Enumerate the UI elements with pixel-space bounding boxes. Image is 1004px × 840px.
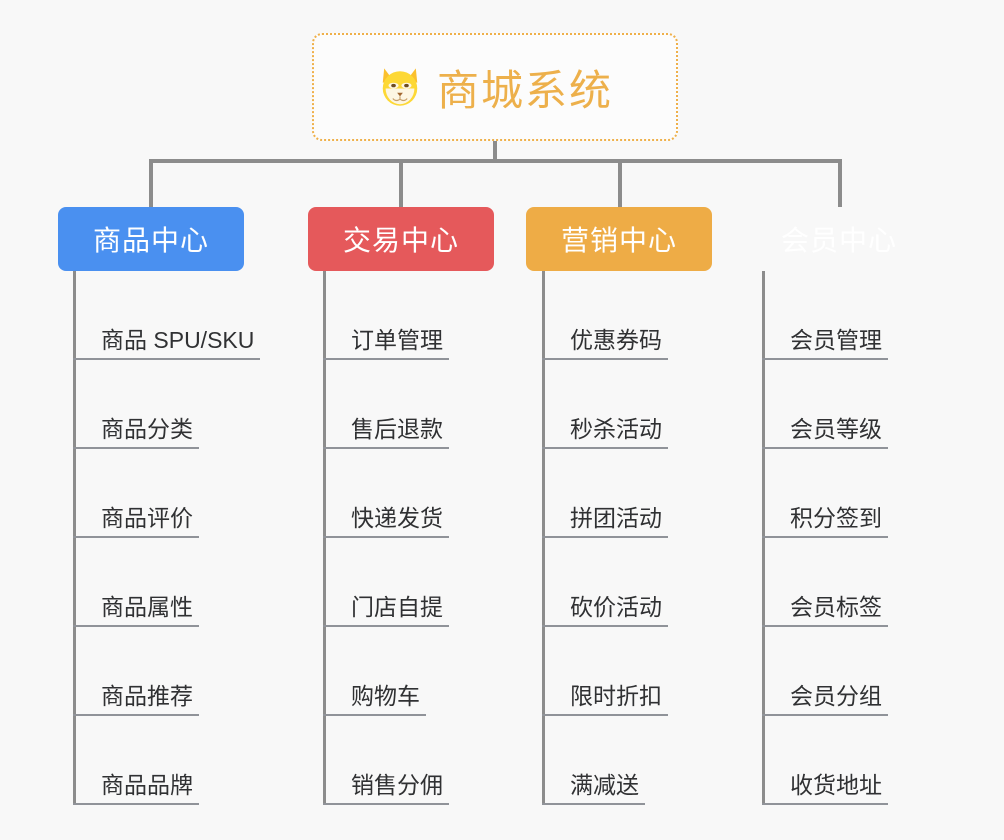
leaf-label: 商品评价 (101, 504, 193, 531)
leaf-node[interactable]: 购物车 (323, 627, 426, 716)
leaf-label: 商品品牌 (101, 771, 193, 798)
connector-drop-product (149, 159, 153, 207)
leaf-node[interactable]: 会员标签 (762, 538, 888, 627)
leaf-underline (73, 536, 199, 538)
leaf-underline (323, 447, 449, 449)
connector-drop-trade (399, 159, 403, 207)
leaf-label: 购物车 (351, 682, 420, 709)
leaf-underline (762, 358, 888, 360)
leaf-node[interactable]: 拼团活动 (542, 449, 668, 538)
leaf-underline (73, 358, 261, 360)
leaf-label: 商品属性 (101, 593, 193, 620)
category-label: 商品中心 (92, 225, 209, 256)
leaf-label: 会员管理 (790, 326, 882, 353)
leaf-node[interactable]: 销售分佣 (323, 716, 449, 805)
leaf-label: 秒杀活动 (570, 415, 662, 442)
leaf-underline (73, 714, 199, 716)
leaf-node[interactable]: 商品分类 (73, 360, 199, 449)
leaf-underline (542, 447, 668, 449)
leaf-label: 积分签到 (790, 504, 882, 531)
leaf-underline (762, 536, 888, 538)
connector-spine-marketing (542, 271, 545, 805)
leaf-underline (542, 625, 668, 627)
leaf-node[interactable]: 会员等级 (762, 360, 888, 449)
leaf-node[interactable]: 售后退款 (323, 360, 449, 449)
leaf-label: 会员分组 (790, 682, 882, 709)
leaf-node[interactable]: 商品属性 (73, 538, 199, 627)
leaf-underline (323, 358, 449, 360)
connector-spine-member (762, 271, 765, 805)
leaf-node[interactable]: 商品品牌 (73, 716, 199, 805)
leaf-underline (542, 803, 645, 805)
category-label: 营销中心 (560, 225, 677, 256)
connector-root-stem (493, 141, 497, 163)
connector-drop-member (838, 159, 842, 207)
leaf-underline (73, 625, 199, 627)
leaf-underline (762, 803, 888, 805)
leaf-underline (323, 803, 449, 805)
category-node-member[interactable]: 会员中心 (746, 207, 932, 271)
leaf-node[interactable]: 商品评价 (73, 449, 199, 538)
leaf-node[interactable]: 满减送 (542, 716, 645, 805)
leaf-label: 优惠券码 (570, 326, 662, 353)
connector-spine-trade (323, 271, 326, 805)
category-node-trade[interactable]: 交易中心 (308, 207, 494, 271)
leaf-label: 门店自提 (351, 593, 443, 620)
connector-drop-marketing (618, 159, 622, 207)
leaf-label: 订单管理 (351, 326, 443, 353)
leaf-underline (323, 536, 449, 538)
leaf-label: 会员等级 (790, 415, 882, 442)
leaf-node[interactable]: 订单管理 (323, 271, 449, 360)
leaf-label: 商品分类 (101, 415, 193, 442)
leaf-label: 快递发货 (351, 504, 443, 531)
leaf-node[interactable]: 限时折扣 (542, 627, 668, 716)
leaf-underline (762, 625, 888, 627)
leaf-label: 收货地址 (790, 771, 882, 798)
leaf-node[interactable]: 秒杀活动 (542, 360, 668, 449)
leaf-node[interactable]: 商品 SPU/SKU (73, 271, 261, 360)
leaf-node[interactable]: 门店自提 (323, 538, 449, 627)
leaf-underline (542, 358, 668, 360)
leaf-node[interactable]: 快递发货 (323, 449, 449, 538)
connector-spine-product (73, 271, 76, 805)
category-label: 交易中心 (342, 225, 459, 256)
category-label: 会员中心 (780, 225, 897, 256)
leaf-underline (323, 714, 426, 716)
leaf-underline (73, 803, 199, 805)
leaf-label: 限时折扣 (570, 682, 662, 709)
leaf-underline (542, 536, 668, 538)
dog-face-icon (377, 64, 423, 110)
leaf-underline (762, 447, 888, 449)
leaf-node[interactable]: 优惠券码 (542, 271, 668, 360)
leaf-label: 满减送 (570, 771, 639, 798)
leaf-label: 砍价活动 (570, 593, 662, 620)
root-title: 商城系统 (436, 66, 613, 114)
leaf-node[interactable]: 收货地址 (762, 716, 888, 805)
leaf-node[interactable]: 积分签到 (762, 449, 888, 538)
leaf-node[interactable]: 商品推荐 (73, 627, 199, 716)
leaf-node[interactable]: 会员分组 (762, 627, 888, 716)
category-node-product[interactable]: 商品中心 (58, 207, 244, 271)
leaf-underline (323, 625, 449, 627)
leaf-label: 商品推荐 (101, 682, 193, 709)
leaf-label: 商品 SPU/SKU (101, 326, 255, 353)
leaf-label: 拼团活动 (570, 504, 662, 531)
leaf-underline (762, 714, 888, 716)
leaf-underline (542, 714, 668, 716)
leaf-node[interactable]: 会员管理 (762, 271, 888, 360)
leaf-node[interactable]: 砍价活动 (542, 538, 668, 627)
leaf-label: 销售分佣 (351, 771, 443, 798)
category-node-marketing[interactable]: 营销中心 (526, 207, 712, 271)
leaf-underline (73, 447, 199, 449)
root-node[interactable]: 商城系统 (312, 33, 678, 141)
leaf-label: 会员标签 (790, 593, 882, 620)
leaf-label: 售后退款 (351, 415, 443, 442)
connector-horizontal-bus (149, 159, 840, 163)
